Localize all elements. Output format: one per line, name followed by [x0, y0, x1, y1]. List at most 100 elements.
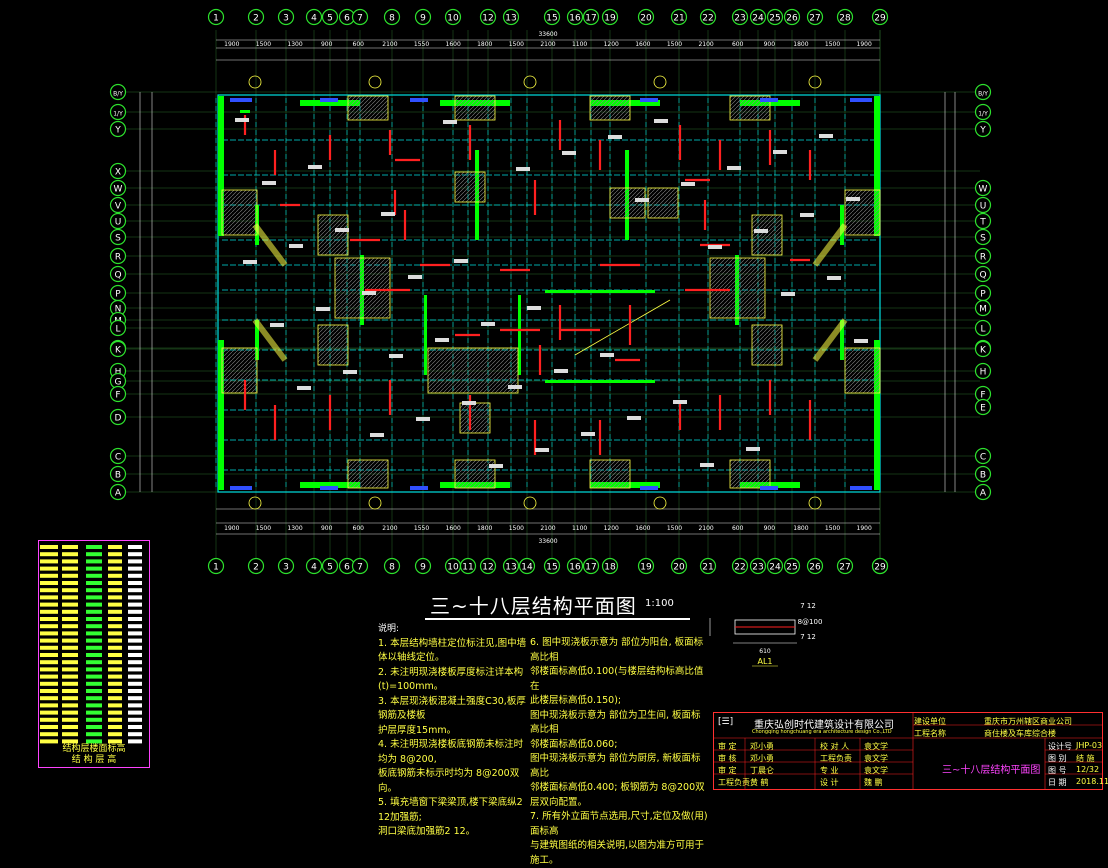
axis-bubble-bottom-label: 3: [283, 563, 289, 573]
slab-label-mark: [700, 463, 714, 467]
legend-cell: [40, 602, 58, 607]
legend-cell: [62, 681, 78, 686]
drawing-scale: 1:100: [645, 598, 674, 609]
legend-cell: [86, 725, 102, 729]
legend-cell: [108, 739, 122, 744]
axis-bubble-bottom: [637, 557, 655, 575]
slab-label-mark: [562, 151, 576, 155]
axis-bubble-top: [766, 8, 784, 26]
axis-bubble-left: [109, 179, 127, 197]
legend-cell: [108, 653, 122, 657]
axis-bubble-top-label: 17: [585, 14, 596, 24]
legend-cell: [108, 573, 122, 578]
axis-bubble-right: [974, 398, 992, 416]
axis-bubble-left-label: 1/Y: [113, 111, 123, 118]
axis-bubble-right: [974, 196, 992, 214]
axis-bubble-right-label: T: [979, 218, 986, 228]
blue-marker: [850, 98, 872, 102]
axis-bubble-right-label: C: [980, 453, 986, 463]
legend-cell: [40, 581, 58, 585]
section-callout: [523, 496, 537, 510]
axis-bubble-right-label: W: [979, 185, 988, 195]
axis-bubble-top: [383, 8, 401, 26]
legend-caption-1: 结构层楼面标高: [62, 744, 126, 754]
axis-bubble-top-label: 24: [752, 14, 764, 24]
axis-bubble-right: [974, 228, 992, 246]
axis-bubble-top: [582, 8, 600, 26]
legend-cell: [128, 660, 142, 665]
title-block-grid: [713, 712, 1103, 790]
legend-cell: [86, 660, 102, 665]
slab-label-mark: [308, 165, 322, 169]
legend-cell: [40, 732, 58, 737]
axis-bubble-bottom-label: 22: [734, 563, 745, 573]
hatched-box: [454, 95, 496, 121]
legend-cell: [108, 696, 122, 701]
axis-bubble-right: [974, 340, 992, 358]
axis-bubble-left-label: G: [115, 378, 122, 388]
axis-bubble-top-label: 13: [505, 14, 516, 24]
axis-bubble-left-label: D: [115, 414, 122, 424]
legend-cell: [40, 703, 58, 708]
slab-label-mark: [516, 167, 530, 171]
axis-bubble-top-label: 12: [482, 14, 493, 24]
legend-cell: [86, 631, 102, 636]
axis-bubble-bottom: [670, 557, 688, 575]
slab-label-mark: [316, 307, 330, 311]
blue-marker: [230, 98, 252, 102]
slab-label-mark: [370, 433, 384, 437]
shear-wall: [218, 96, 224, 236]
legend-cell: [40, 588, 58, 593]
axis-bubble-top: [601, 8, 619, 26]
slab-label-mark: [554, 369, 568, 373]
axis-bubble-right: [974, 120, 992, 138]
axis-bubble-bottom-label: 18: [604, 563, 616, 573]
legend-cell: [108, 681, 122, 686]
axis-bubble-bottom-label: 6: [344, 563, 350, 573]
dimension-label-top: 2100: [540, 41, 555, 48]
legend-cell: [40, 660, 58, 665]
slab-label-mark: [235, 118, 249, 122]
legend-cell: [86, 581, 102, 585]
axis-bubble-top: [731, 8, 749, 26]
legend-cell: [128, 566, 142, 571]
legend-cell: [108, 545, 122, 549]
axis-bubble-right-label: Y: [979, 126, 986, 136]
hatched-box: [317, 214, 349, 256]
legend-cell: [86, 624, 102, 629]
tb-cell: 结 施: [1076, 754, 1095, 763]
dimension-label-top: 1500: [825, 41, 840, 48]
legend-cell: [86, 566, 102, 571]
hatched-box: [347, 459, 389, 489]
legend-cell: [86, 674, 102, 679]
blue-marker: [640, 98, 658, 102]
axis-bubble-left-label: K: [115, 346, 122, 356]
legend-cell: [128, 624, 142, 629]
note-line: 此楼层标高低0.150);: [530, 695, 622, 706]
legend-cell: [62, 609, 78, 614]
axis-bubble-bottom: [783, 557, 801, 575]
floor-elevation-caption: 结构层楼面标高 结 构 层 高: [58, 744, 130, 766]
axis-bubble-bottom: [601, 557, 619, 575]
slab-label-mark: [827, 276, 841, 280]
slab-label-mark: [270, 323, 284, 327]
tb-drawing-title: 三~十八层结构平面图: [942, 765, 1041, 776]
axis-bubble-left: [109, 319, 127, 337]
tb-cell: 审 定: [718, 742, 737, 751]
axis-bubble-top-label: 2: [253, 14, 259, 24]
rebar-marks: [243, 115, 812, 455]
tb-cell: 黄 鹤: [750, 778, 769, 787]
blue-marker: [230, 486, 252, 490]
axis-bubble-top: [207, 8, 225, 26]
project-value: 重庆市万州辖区商业公司: [984, 717, 1072, 726]
section-mid-label: 8@100: [798, 618, 823, 626]
axis-bubble-right-label: M: [979, 305, 987, 315]
slab-label-mark: [746, 447, 760, 451]
legend-cell: [40, 595, 58, 600]
legend-cell: [128, 617, 142, 621]
hatched-box: [459, 402, 491, 434]
legend-cell: [40, 674, 58, 679]
legend-cell: [62, 645, 78, 650]
axis-bubble-top-label: 22: [702, 14, 713, 24]
axis-bubble-top-label: 10: [447, 14, 459, 24]
